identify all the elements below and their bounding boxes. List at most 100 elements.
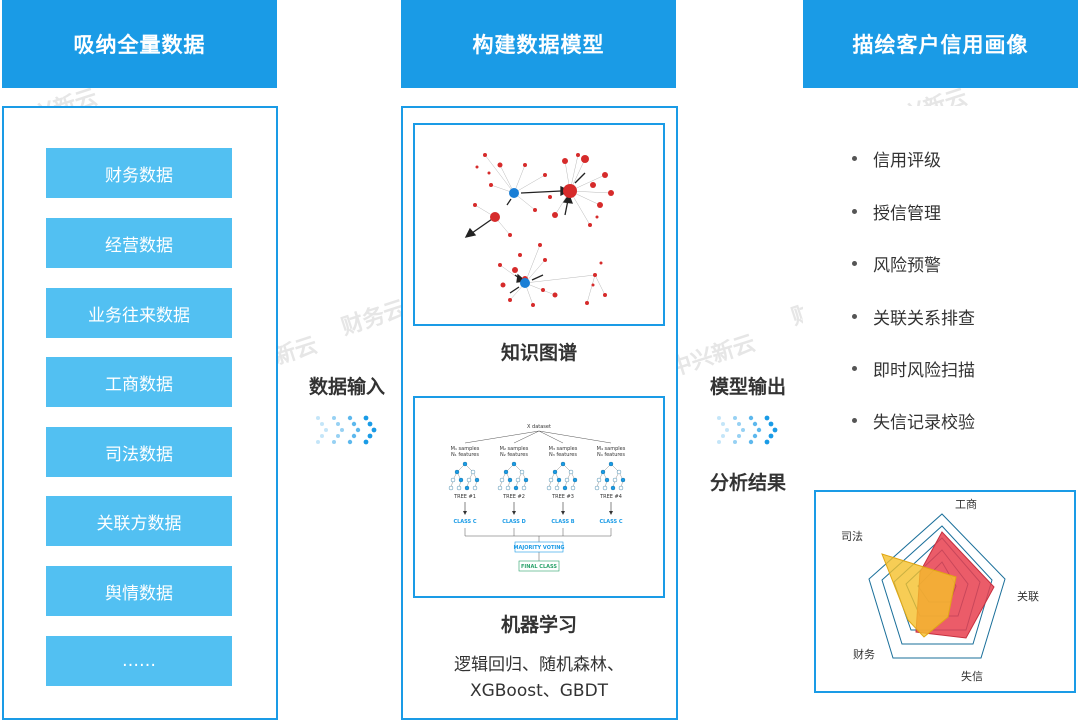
tree-node: [572, 477, 578, 483]
tree-samples-label: M₁ samples: [451, 446, 480, 452]
data-source-more: ……: [46, 636, 232, 686]
tree-node: [507, 477, 513, 483]
tree-node: [594, 485, 600, 491]
tree-node: [456, 485, 462, 491]
tree-class-label: CLASS B: [551, 519, 574, 525]
tree-samples-label: M₂ samples: [500, 446, 529, 452]
tree-node: [521, 485, 527, 491]
tree-node: [616, 469, 622, 475]
radar-axis-finance: 财务: [853, 647, 875, 661]
tree-samples-label: M₃ samples: [549, 446, 578, 452]
tree-node: [503, 469, 509, 475]
radar-axis-dishonesty: 失信: [961, 670, 983, 683]
profile-item-credit-management: 授信管理: [852, 199, 941, 224]
tree-features-label: N₄ features: [597, 452, 625, 458]
tree-node: [562, 485, 568, 491]
model-output-label: 模型输出: [709, 376, 786, 398]
tree-node: [560, 461, 566, 467]
final-class-label: FINAL CLASS: [521, 564, 557, 570]
tree-node: [505, 485, 511, 491]
tree-node: [610, 485, 616, 491]
tree-features-label: N₃ features: [549, 452, 577, 458]
tree-node: [464, 485, 470, 491]
tree-node: [602, 485, 608, 491]
right-column-header: 描绘客户信用画像: [803, 0, 1078, 88]
data-source-business: 业务往来数据: [46, 288, 232, 338]
profile-item-relation-check: 关联关系排查: [852, 304, 975, 329]
tree-node: [497, 485, 503, 491]
knowledge-graph-box: [413, 123, 665, 326]
tree-node: [519, 469, 525, 475]
chevron-arrow-icon: [717, 415, 778, 445]
radar-box: 工商 关联 失信 财务 司法: [814, 490, 1076, 693]
tree-node: [462, 461, 468, 467]
tree-node: [554, 485, 560, 491]
radar-axis-judicial: 司法: [841, 529, 863, 543]
tree-node: [466, 477, 472, 483]
knowledge-graph-label: 知识图谱: [500, 342, 577, 364]
tree-class-label: CLASS D: [502, 519, 526, 525]
tree-node: [608, 461, 614, 467]
middle-column-header: 构建数据模型: [401, 0, 676, 88]
tree-features-label: N₁ features: [451, 452, 479, 458]
tree-name-label: TREE #4: [599, 494, 622, 500]
data-source-finance: 财务数据: [46, 148, 232, 198]
tree-class-label: CLASS C: [453, 519, 476, 525]
tree-name-label: TREE #1: [453, 494, 476, 500]
radar-axis-relation: 关联: [1017, 589, 1039, 603]
data-source-related-party: 关联方数据: [46, 496, 232, 546]
chevron-arrow-icon: [316, 415, 377, 445]
data-input-label: 数据输入: [308, 376, 385, 398]
tree-samples-label: M₄ samples: [597, 446, 626, 452]
left-column-header: 吸纳全量数据: [2, 0, 277, 88]
tree-node: [513, 485, 519, 491]
data-source-public-opinion: 舆情数据: [46, 566, 232, 616]
data-source-judicial: 司法数据: [46, 427, 232, 477]
tree-node: [515, 477, 521, 483]
tree-name-label: TREE #2: [502, 494, 525, 500]
tree-node: [618, 485, 624, 491]
tree-node: [600, 469, 606, 475]
tree-node: [620, 477, 626, 483]
machine-learning-methods-line2: XGBoost、GBDT: [469, 681, 609, 701]
tree-node: [511, 461, 517, 467]
tree-node: [570, 485, 576, 491]
tree-node: [450, 477, 456, 483]
tree-node: [612, 477, 618, 483]
dataset-label: X dataset: [527, 424, 551, 430]
tree-name-label: TREE #3: [551, 494, 574, 500]
data-sources-panel: [2, 106, 278, 720]
data-source-operations: 经营数据: [46, 218, 232, 268]
watermark: 财务云: [338, 296, 410, 341]
machine-learning-label: 机器学习: [500, 614, 577, 636]
profile-item-risk-warning: 风险预警: [852, 251, 941, 276]
tree-node: [454, 469, 460, 475]
machine-learning-methods-line1: 逻辑回归、随机森林、: [454, 655, 624, 675]
analysis-result-label: 分析结果: [709, 472, 786, 494]
tree-node: [458, 477, 464, 483]
tree-node: [552, 469, 558, 475]
radar-axis-registry: 工商: [955, 497, 977, 511]
tree-features-label: N₂ features: [500, 452, 528, 458]
tree-node: [448, 485, 454, 491]
tree-node: [470, 469, 476, 475]
tree-node: [596, 477, 602, 483]
profile-item-risk-scan: 即时风险扫描: [852, 356, 975, 381]
tree-node: [499, 477, 505, 483]
tree-node: [474, 477, 480, 483]
tree-node: [472, 485, 478, 491]
data-source-registry: 工商数据: [46, 357, 232, 407]
tree-node: [548, 477, 554, 483]
tree-node: [523, 477, 529, 483]
tree-node: [604, 477, 610, 483]
majority-voting-label: MAJORITY VOTING: [513, 545, 564, 551]
profile-item-dishonesty-check: 失信记录校验: [852, 408, 975, 433]
radar-chart: 工商 关联 失信 财务 司法: [841, 497, 1039, 683]
tree-node: [564, 477, 570, 483]
tree-class-label: CLASS C: [599, 519, 622, 525]
tree-node: [556, 477, 562, 483]
knowledge-graph-illustration: [464, 153, 614, 307]
tree-node: [568, 469, 574, 475]
